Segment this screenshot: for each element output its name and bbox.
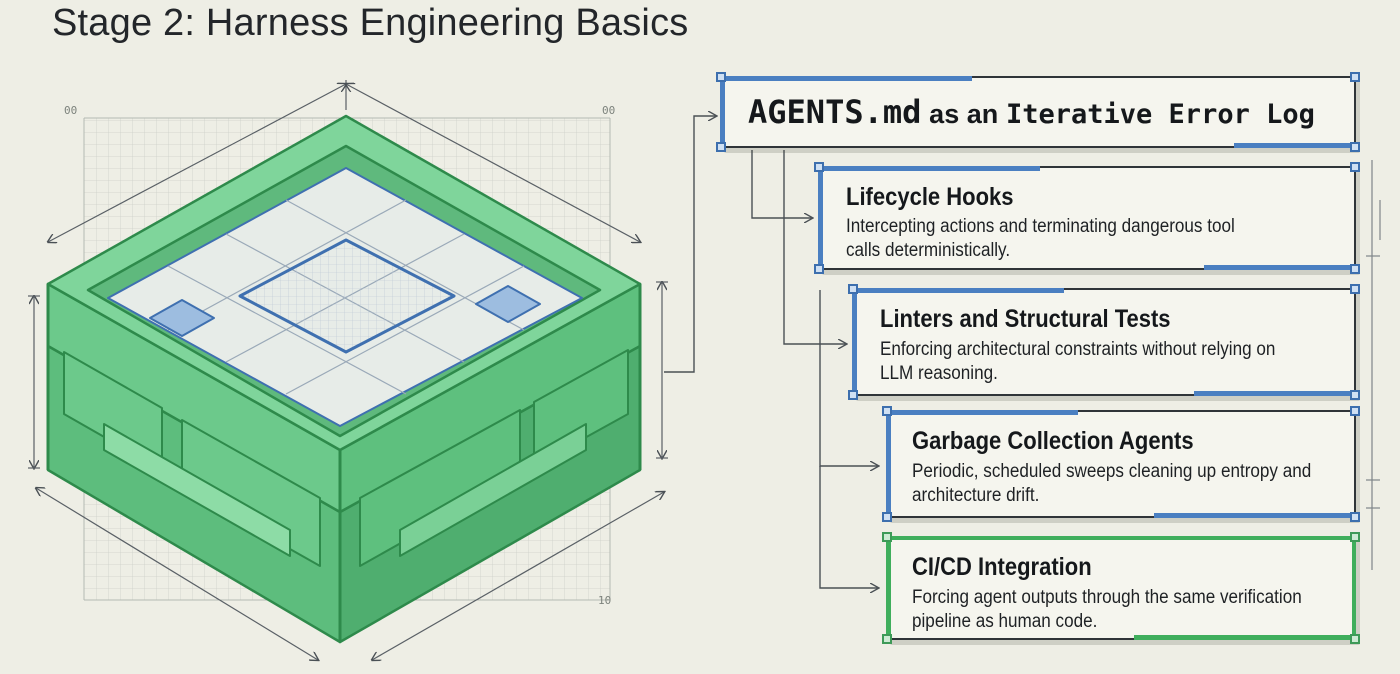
corner-handle-icon [1350, 390, 1360, 400]
corner-handle-icon [814, 162, 824, 172]
agents-md-text: Iterative Error Log [1006, 99, 1315, 130]
card-title: Linters and Structural Tests [880, 305, 1171, 333]
corner-handle-icon [848, 284, 858, 294]
card-description: Intercepting actions and terminating dan… [846, 216, 1235, 261]
margin-annotations [1366, 160, 1381, 570]
corner-handle-icon [716, 72, 726, 82]
corner-handle-icon [882, 512, 892, 522]
lifecycle-hooks-card: Lifecycle Hooks Intercepting actions and… [814, 162, 1360, 274]
garbage-collection-card: Garbage Collection Agents Periodic, sche… [882, 406, 1360, 522]
blueprint-label-top-left: 00 [64, 104, 77, 117]
corner-handle-icon [1350, 264, 1360, 274]
connector-lines [664, 116, 878, 588]
corner-handle-icon [1350, 512, 1360, 522]
agents-md-connector: as an [929, 99, 999, 129]
dimension-lines [28, 80, 668, 660]
harness-block-icon [46, 114, 642, 644]
corner-handle-icon [848, 390, 858, 400]
corner-handle-icon [1350, 634, 1360, 644]
agents-md-card: AGENTS.md as an Iterative Error Log [716, 72, 1360, 152]
ci-cd-card: CI/CD Integration Forcing agent outputs … [882, 532, 1360, 644]
corner-handle-icon [814, 264, 824, 274]
corner-handle-icon [882, 634, 892, 644]
corner-handle-icon [1350, 72, 1360, 82]
card-description: Periodic, scheduled sweeps cleaning up e… [912, 461, 1312, 506]
linters-card: Linters and Structural Tests Enforcing a… [848, 284, 1360, 400]
blueprint-label-bottom-right: 10 [598, 594, 611, 607]
corner-handle-icon [1350, 142, 1360, 152]
corner-handle-icon [1350, 162, 1360, 172]
corner-handle-icon [1350, 406, 1360, 416]
card-title: CI/CD Integration [912, 553, 1092, 581]
corner-handle-icon [716, 142, 726, 152]
agents-md-code: AGENTS.md [748, 93, 922, 131]
card-title: Garbage Collection Agents [912, 427, 1194, 455]
agents-md-title: AGENTS.md as an Iterative Error Log [748, 94, 1315, 133]
card-title: Lifecycle Hooks [846, 183, 1014, 211]
corner-handle-icon [1350, 532, 1360, 542]
corner-handle-icon [1350, 284, 1360, 294]
card-description: Forcing agent outputs through the same v… [912, 587, 1302, 632]
corner-handle-icon [882, 406, 892, 416]
corner-handle-icon [882, 532, 892, 542]
page-title: Stage 2: Harness Engineering Basics [52, 2, 689, 44]
card-description: Enforcing architectural constraints with… [880, 339, 1276, 384]
blueprint-label-top-right: 00 [602, 104, 615, 117]
